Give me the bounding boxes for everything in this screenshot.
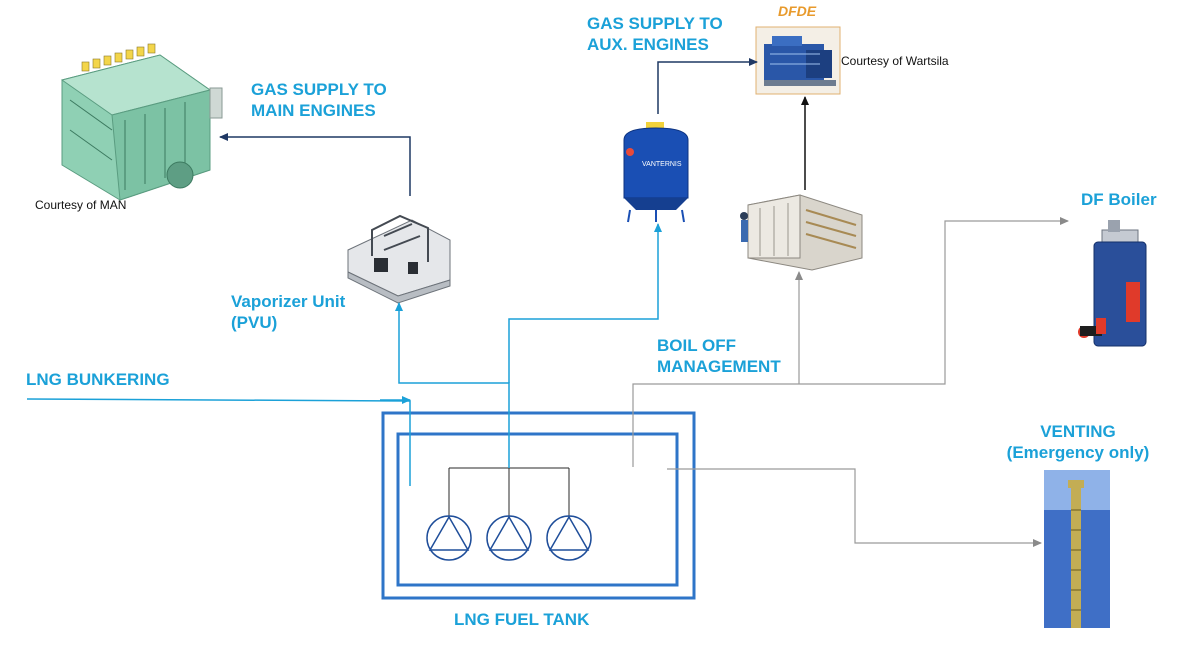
- boil-off-label: BOIL OFF MANAGEMENT: [657, 336, 781, 376]
- reliquefaction-unit-icon: [740, 194, 863, 271]
- df-boiler-label: DF Boiler: [1081, 190, 1157, 209]
- gas-supply-aux-line: [657, 58, 758, 114]
- courtesy-wartsila-label: Courtesy of Wartsila: [841, 54, 949, 68]
- gas-supply-main-line: [219, 133, 411, 196]
- gas-supply-aux-label: GAS SUPPLY TO AUX. ENGINES: [587, 14, 723, 54]
- lng-fuel-tank: [381, 411, 696, 600]
- main-engine-icon: [60, 43, 223, 201]
- boil-off-line: [632, 217, 1069, 467]
- courtesy-man-label: Courtesy of MAN: [35, 198, 127, 212]
- pump-icon: [486, 515, 532, 561]
- pump-discharge-to-gcu: [508, 223, 662, 383]
- vaporizer-unit-icon: [347, 214, 451, 304]
- pump-manifold: [448, 467, 570, 516]
- dfde-label: DFDE: [778, 3, 817, 19]
- venting-label: VENTING (Emergency only): [1006, 422, 1150, 462]
- bunkering-line: [26, 398, 411, 486]
- gas-supply-main-label: GAS SUPPLY TO MAIN ENGINES: [251, 80, 387, 120]
- venting-line: [667, 468, 1042, 547]
- pump-icon: [546, 515, 592, 561]
- svg-text:VANTERNIS: VANTERNIS: [642, 161, 682, 168]
- pump-discharge-to-vaporizer: [395, 302, 510, 468]
- fuel-tank-label: LNG FUEL TANK: [454, 610, 590, 629]
- bunkering-label: LNG BUNKERING: [26, 370, 170, 389]
- vent-mast-icon: [1044, 470, 1110, 628]
- vaporizer-label: Vaporizer Unit (PVU): [231, 292, 346, 332]
- pump-icon: [426, 515, 472, 561]
- gas-combustion-unit-icon: VANTERNIS: [623, 122, 689, 223]
- df-boiler-icon: [1078, 220, 1147, 347]
- dfde-engine-icon: [755, 26, 841, 95]
